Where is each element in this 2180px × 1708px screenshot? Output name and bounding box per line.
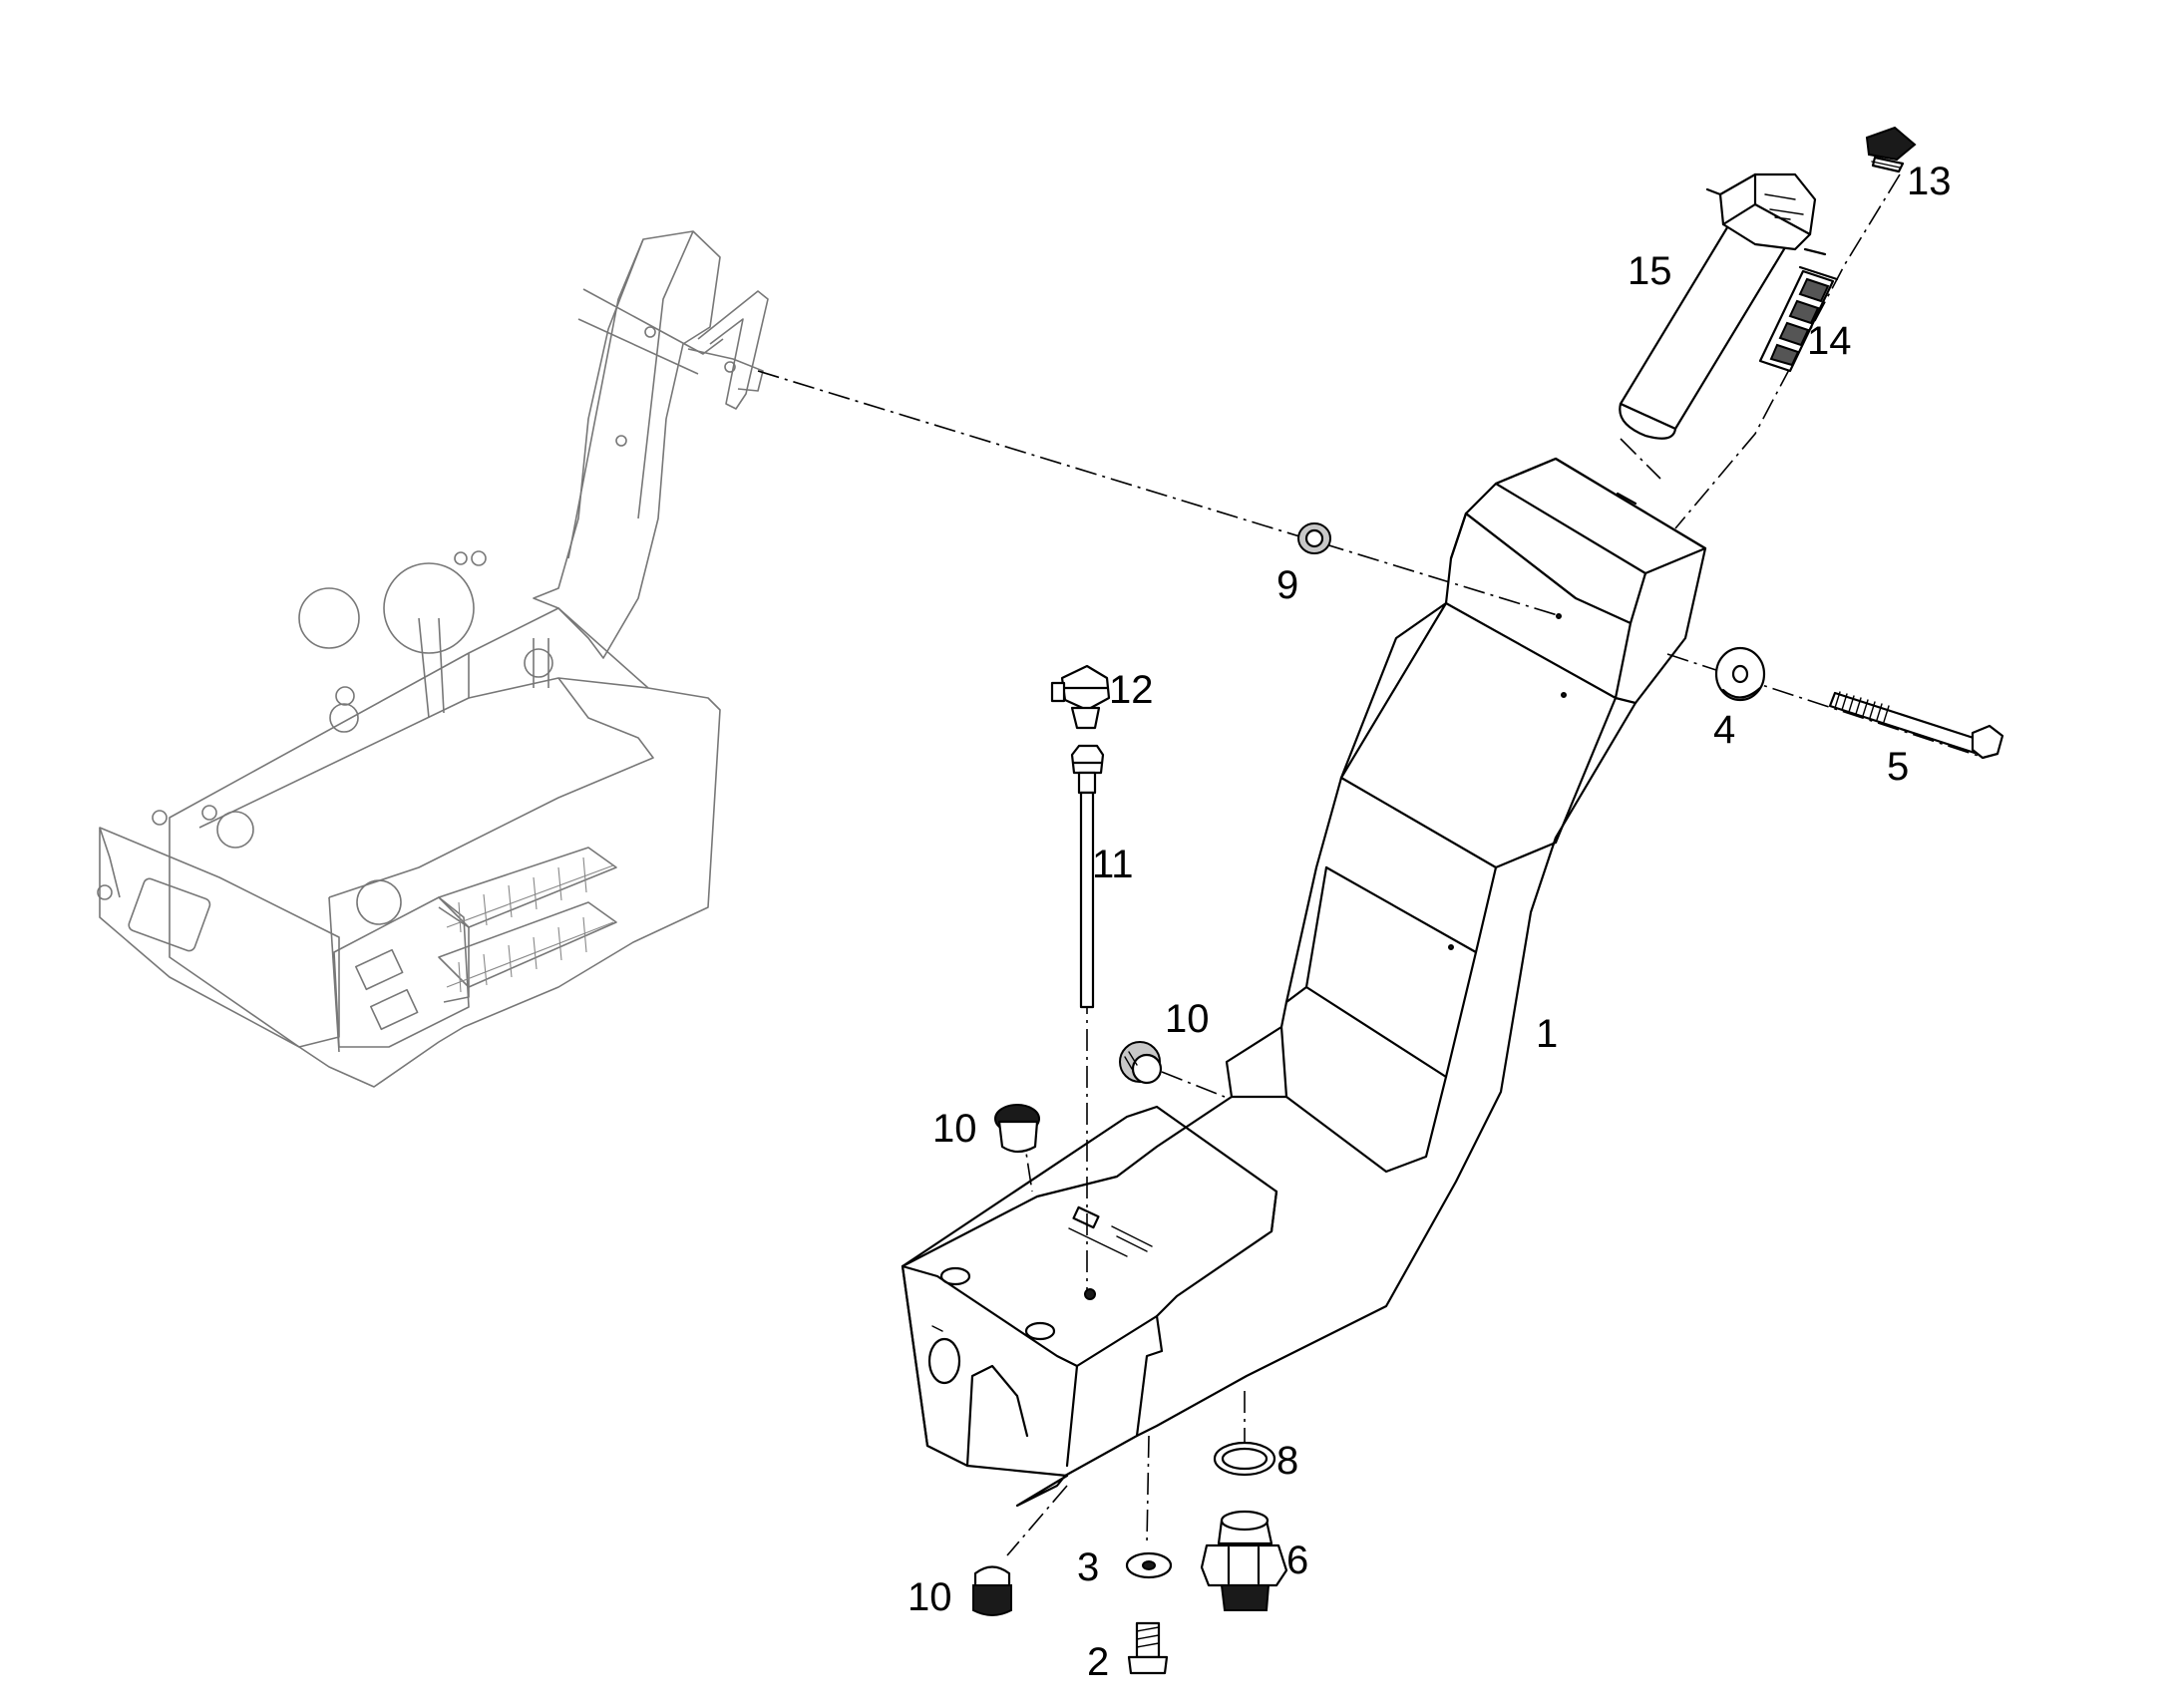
callout-2: 2: [1087, 1640, 1109, 1684]
o-ring-part-8: [1213, 1441, 1276, 1477]
callout-15: 15: [1628, 249, 1672, 293]
machine-frame: [97, 230, 769, 1088]
washer-part-9: [1297, 522, 1331, 554]
plug-part-10-upper: [1119, 1041, 1163, 1085]
callout-9: 9: [1276, 563, 1298, 607]
bolt-part-5: [1828, 691, 2004, 760]
callout-14: 14: [1807, 319, 1852, 363]
fuel-tank: [901, 457, 1707, 1508]
drain-plug-part-6: [1200, 1510, 1288, 1611]
callout-6: 6: [1286, 1538, 1308, 1582]
tube-part-11: [1070, 744, 1105, 1009]
callout-11: 11: [1092, 843, 1134, 886]
callout-5: 5: [1887, 745, 1909, 789]
callout-labels: 1 2 3 4 5 6 8 9 10 10 10 11 12 13 14 15: [908, 160, 1952, 1684]
plug-part-10-bottom: [972, 1565, 1012, 1616]
callout-12: 12: [1109, 668, 1154, 712]
callout-13: 13: [1907, 160, 1952, 203]
fuel-sender-part-15: [1619, 172, 1827, 440]
callout-10-upper: 10: [1165, 997, 1210, 1041]
callout-4: 4: [1713, 708, 1735, 752]
plug-part-10-left: [994, 1104, 1040, 1154]
filler-cap-part-13: [1865, 126, 1917, 173]
washer-part-3: [1125, 1551, 1173, 1579]
callout-10-bottom: 10: [908, 1575, 952, 1619]
callout-3: 3: [1077, 1545, 1099, 1589]
callout-8: 8: [1276, 1439, 1298, 1483]
callout-10-left: 10: [932, 1107, 977, 1151]
callout-1: 1: [1536, 1012, 1558, 1056]
flat-washer-part-4: [1714, 646, 1766, 702]
fitting-part-12: [1050, 664, 1111, 730]
strainer-part-14: [1758, 265, 1839, 373]
screw-part-2: [1127, 1621, 1169, 1675]
